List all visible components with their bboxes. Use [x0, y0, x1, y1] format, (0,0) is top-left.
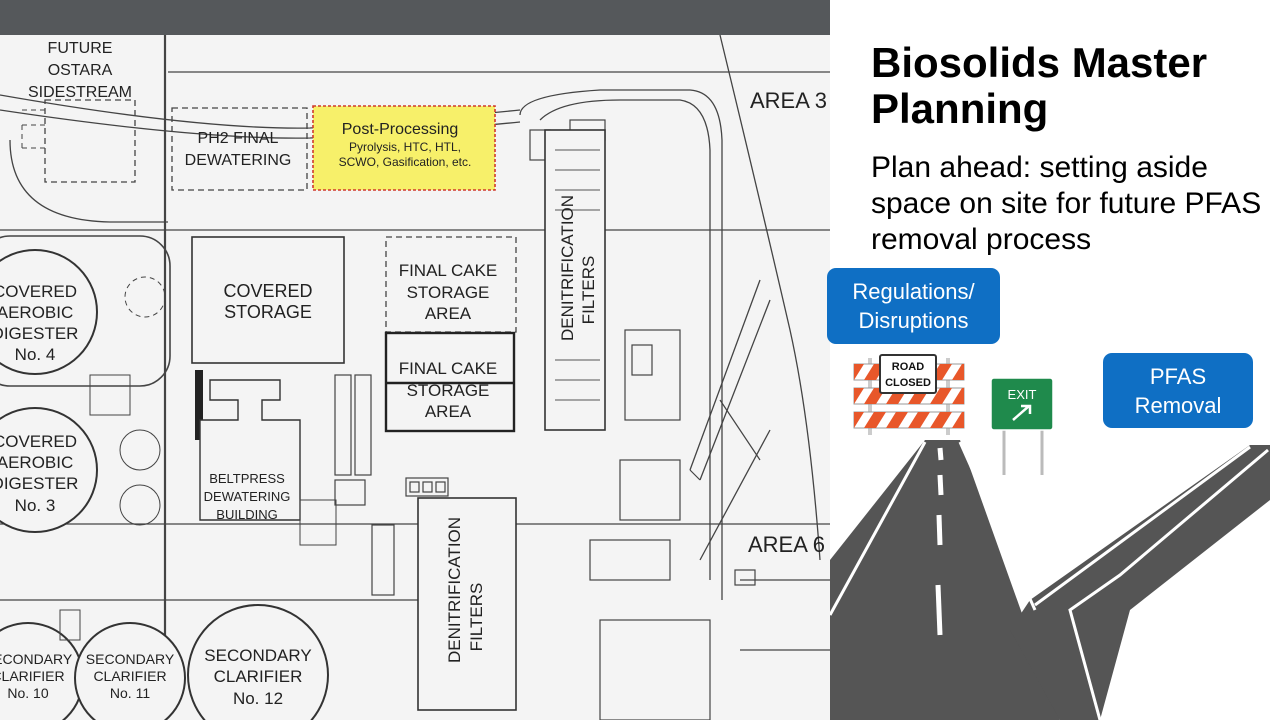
lane-dashes	[935, 447, 1231, 636]
road-sign-line2: CLOSED	[885, 377, 931, 389]
label-area-mid: AREA 6	[748, 532, 825, 557]
label-denit1-2: FILTERS	[579, 256, 598, 325]
label-clarifier12-2: CLARIFIER	[214, 667, 303, 686]
road-svg: ROAD CLOSED EXIT	[828, 354, 1270, 721]
label-digester4-3: DIGESTER	[0, 324, 78, 343]
label-beltpress-2: DEWATERING	[204, 489, 291, 504]
label-beltpress-3: BUILDING	[216, 507, 277, 522]
label-digester3-2: AEROBIC	[0, 453, 73, 472]
label-denit1-1: DENITRIFICATION	[558, 195, 577, 341]
label-final-cake-1b: STORAGE	[407, 283, 490, 302]
label-area-top: AREA 3	[750, 88, 827, 113]
label-future-ostara-1: FUTURE	[48, 40, 113, 57]
slide-subtitle: Plan ahead: setting aside space on site …	[871, 151, 1262, 256]
label-post-processing-line2: SCWO, Gasification, etc.	[339, 155, 472, 169]
label-denit2-2: FILTERS	[467, 583, 486, 652]
label-ph2-2: DEWATERING	[185, 152, 292, 169]
label-digester3-3: DIGESTER	[0, 474, 78, 493]
slide-title: Biosolids Master Planning	[871, 39, 1208, 132]
exit-road	[1010, 445, 1270, 720]
exit-arrow-icon	[1012, 404, 1032, 421]
label-digester3-1: COVERED	[0, 432, 77, 451]
exit-sign: EXIT	[990, 377, 1054, 475]
label-digester4-2: AEROBIC	[0, 303, 73, 322]
label-post-processing-line1: Pyrolysis, HTC, HTL,	[349, 140, 461, 154]
label-clarifier11-3: No. 11	[110, 685, 150, 701]
label-final-cake-2c: AREA	[425, 402, 472, 421]
clarifier-12-circle	[187, 604, 329, 720]
regulations-label: Regulations/ Disruptions	[852, 279, 975, 333]
digester-3-circle	[0, 407, 98, 533]
label-clarifier12-1: SECONDARY	[204, 646, 311, 665]
ostara-area	[44, 99, 136, 183]
label-digester3-4: No. 3	[15, 496, 56, 515]
site-plan-svg: FUTURE OSTARA SIDESTREAM PH2 FINAL DEWAT…	[0, 34, 830, 720]
road-illustration: ROAD CLOSED EXIT	[828, 350, 1280, 721]
label-clarifier10-1: SECONDARY	[0, 651, 73, 667]
regulations-callout: Regulations/ Disruptions	[827, 268, 1000, 344]
label-future-ostara-2: OSTARA	[48, 62, 113, 79]
label-clarifier10-3: No. 10	[7, 685, 48, 701]
pfas-label: PFAS Removal	[1134, 363, 1222, 418]
post-processing-highlight	[312, 105, 496, 191]
label-clarifier10-2: CLARIFIER	[0, 668, 65, 684]
label-beltpress-1: BELTPRESS	[209, 471, 285, 486]
label-clarifier12-3: No. 12	[233, 689, 283, 708]
covered-storage-building	[191, 236, 345, 364]
equipment-details	[334, 119, 761, 720]
label-denit2-1: DENITRIFICATION	[445, 517, 464, 663]
road-sign-line1: ROAD	[892, 361, 924, 373]
label-digester4-1: COVERED	[0, 282, 77, 301]
label-post-processing-title: Post-Processing	[342, 121, 459, 138]
clarifier-11-circle	[74, 622, 186, 720]
label-clarifier11-1: SECONDARY	[86, 651, 175, 667]
site-plan-drawing: FUTURE OSTARA SIDESTREAM PH2 FINAL DEWAT…	[0, 0, 830, 720]
label-ph2-1: PH2 FINAL	[198, 130, 279, 147]
label-covered-storage-1: COVERED	[223, 281, 312, 301]
label-covered-storage-2: STORAGE	[224, 302, 312, 322]
top-bar	[0, 0, 830, 35]
main-road	[830, 440, 1060, 720]
ph2-dewatering-area	[171, 107, 308, 191]
label-clarifier11-2: CLARIFIER	[93, 668, 166, 684]
digester-4-circle	[0, 249, 98, 375]
pfas-removal-callout: PFAS Removal	[1103, 353, 1253, 428]
label-final-cake-1a: FINAL CAKE	[399, 261, 498, 280]
label-final-cake-1c: AREA	[425, 304, 472, 323]
road-closed-barricade: ROAD CLOSED	[853, 354, 965, 435]
label-digester4-4: No. 4	[15, 345, 56, 364]
exit-sign-label: EXIT	[1008, 387, 1037, 402]
label-final-cake-2a: FINAL CAKE	[399, 359, 498, 378]
label-final-cake-2b: STORAGE	[407, 381, 490, 400]
denitrification-filters-2	[417, 497, 517, 711]
label-future-ostara-3: SIDESTREAM	[28, 84, 132, 101]
